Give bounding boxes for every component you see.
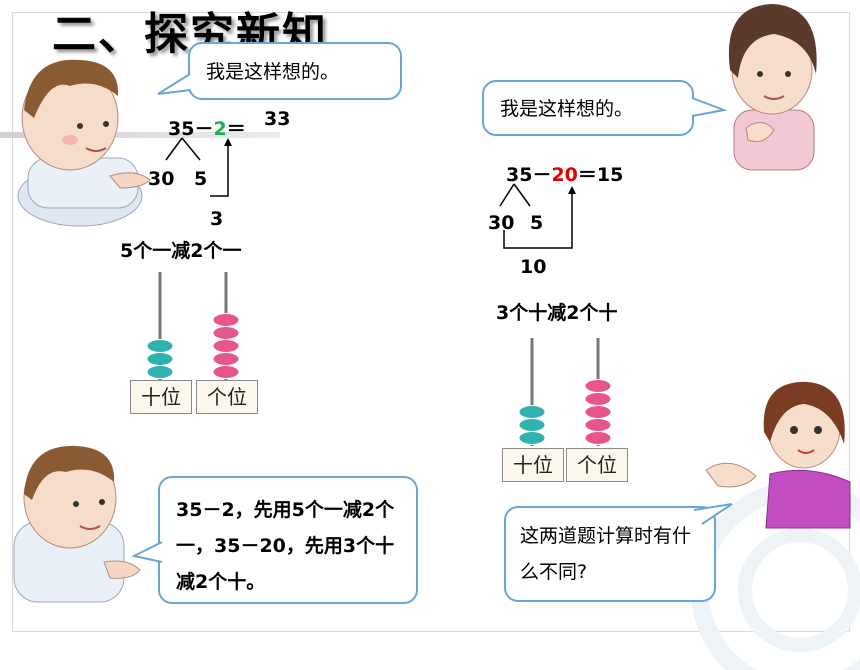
abacus-bead-ones <box>212 339 240 353</box>
left-equation: 35－2＝ <box>168 114 246 141</box>
abacus-bead-ones <box>584 405 612 419</box>
abacus-right <box>518 338 612 446</box>
left-split-lines <box>165 137 232 197</box>
speech-bubble-teacher: 这两道题计算时有什么不同? <box>504 506 716 602</box>
left-caption: 5个一减2个一 <box>120 240 242 262</box>
right-split-ones: 5 <box>530 212 544 234</box>
bubble-tail <box>693 503 733 525</box>
abacus-bead-tens <box>518 418 546 432</box>
right-partial-result: 10 <box>520 256 547 278</box>
abacus-left <box>146 272 240 380</box>
bubble-text: 我是这样想的。 <box>206 61 340 83</box>
bubble-tail <box>131 541 163 563</box>
teacher-illustration <box>705 381 851 529</box>
abacus-bead-ones <box>212 352 240 366</box>
left-split-ones: 5 <box>194 168 208 190</box>
bubble-text: 这两道题计算时有什么不同? <box>520 525 692 583</box>
bubble-tail <box>157 73 191 95</box>
abacus-left-tens-label: 十位 <box>130 380 192 414</box>
abacus-bead-ones <box>212 313 240 327</box>
abacus-right-tens-label: 十位 <box>502 448 564 482</box>
equation-equals: ＝ <box>577 164 597 186</box>
equation-equals: ＝ <box>226 118 246 140</box>
abacus-bead-ones <box>584 418 612 432</box>
equation-minuend: 35－ <box>168 118 214 140</box>
abacus-bead-ones <box>584 392 612 406</box>
bubble-text: 我是这样想的。 <box>500 98 634 120</box>
abacus-bead-ones <box>584 379 612 393</box>
abacus-bead-tens <box>146 339 174 353</box>
right-caption: 3个十减2个十 <box>496 302 618 324</box>
speech-bubble-boy-top: 我是这样想的。 <box>188 42 402 100</box>
bubble-text: 35－2，先用5个一减2个一，35－20，先用3个十减2个十。 <box>176 499 395 593</box>
abacus-bead-tens <box>518 405 546 419</box>
speech-bubble-girl-top: 我是这样想的。 <box>482 80 694 136</box>
equation-result: 15 <box>596 164 624 186</box>
abacus-bead-tens <box>146 365 174 379</box>
left-split-tens: 30 <box>148 168 175 190</box>
equation-subtrahend: 20 <box>551 164 578 186</box>
equation-subtrahend: 2 <box>213 118 227 140</box>
boy-top-illustration <box>17 59 151 227</box>
bubble-tail <box>691 97 728 117</box>
slide-frame <box>12 12 850 632</box>
decorative-bar <box>0 132 280 138</box>
girl-top-illustration <box>728 4 817 171</box>
right-split-tens: 30 <box>488 212 515 234</box>
left-partial-result: 3 <box>210 208 224 230</box>
boy-bottom-illustration <box>13 445 141 603</box>
speech-bubble-boy-bottom: 35－2，先用5个一减2个一，35－20，先用3个十减2个十。 <box>158 476 418 604</box>
abacus-bead-ones <box>212 365 240 379</box>
right-split-lines <box>499 183 576 249</box>
abacus-bead-tens <box>146 352 174 366</box>
left-equation-result: 33 <box>264 108 291 130</box>
equation-minuend: 35－ <box>506 164 552 186</box>
abacus-bead-ones <box>584 431 612 445</box>
abacus-bead-ones <box>212 326 240 340</box>
abacus-right-ones-label: 个位 <box>566 448 628 482</box>
abacus-bead-tens <box>518 431 546 445</box>
right-equation: 35－20＝15 <box>506 160 623 187</box>
abacus-left-ones-label: 个位 <box>196 380 258 414</box>
